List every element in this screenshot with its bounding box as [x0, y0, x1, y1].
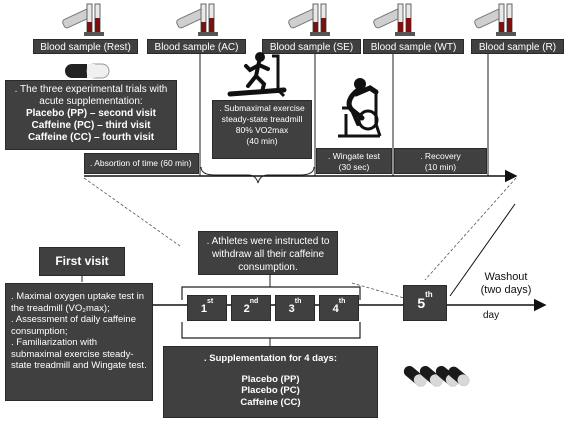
first-visit-item-caffeine: . Assessment of daily caffeine consumpti…	[11, 314, 136, 337]
day-2-suffix: nd	[249, 298, 259, 305]
treadmill-runner-icon	[227, 52, 287, 98]
trials-box: . The three experimental trials with acu…	[5, 80, 177, 150]
day-4-number: 4	[332, 303, 339, 315]
day-1-number: 1	[200, 303, 207, 315]
absorption-box: . Absortion of time (60 min)	[84, 153, 199, 174]
test-tube-rack-icons	[62, 3, 516, 36]
day-3-number: 3	[288, 303, 295, 315]
day-2-box: 2nd	[231, 295, 271, 321]
submaximal-title: . Submaximal exercise steady-state tread…	[219, 103, 305, 124]
trials-intro: . The three experimental trials with acu…	[14, 84, 168, 107]
first-visit-item-familiarization: . Familiarization with submaximal exerci…	[11, 337, 147, 371]
supplement-placebo-pc: Placebo (PC)	[241, 385, 300, 396]
first-visit-item-vo2max: . Maximal oxygen uptake test in the trea…	[11, 291, 145, 314]
header-blood-r: Blood sample (R)	[471, 39, 564, 54]
header-blood-wt: Blood sample (WT)	[363, 39, 464, 54]
submaximal-box: . Submaximal exercise steady-state tread…	[212, 100, 312, 159]
day-5-suffix: th	[425, 290, 433, 299]
submaximal-intensity: 80% VO2max	[235, 125, 289, 135]
capsules-icon	[403, 365, 470, 387]
supplement-placebo-pp: Placebo (PP)	[241, 373, 300, 385]
cycle-ergometer-icon	[338, 78, 382, 138]
first-visit-title: First visit	[39, 247, 125, 276]
instruction-box: . Athletes were instructed to withdraw a…	[198, 231, 338, 275]
supplement-caffeine-cc: Caffeine (CC)	[240, 396, 301, 408]
submaximal-duration: (40 min)	[246, 136, 278, 146]
wingate-duration: (30 sec)	[338, 162, 370, 172]
recovery-box: . Recovery (10 min)	[394, 148, 487, 174]
day-axis-label: day	[483, 310, 500, 321]
header-blood-se: Blood sample (SE)	[262, 39, 361, 54]
supplementation-title: . Supplementation for 4 days:	[203, 353, 338, 364]
wingate-box: . Wingate test (30 sec)	[316, 148, 392, 174]
day-1-suffix: st	[206, 298, 214, 305]
washout-detail: (two days)	[480, 284, 532, 296]
day-3-suffix: th	[294, 298, 302, 305]
day-5-box: 5th	[403, 285, 447, 321]
trial-caffeine-cc: Caffeine (CC) – fourth visit	[27, 132, 155, 143]
recovery-duration: (10 min)	[424, 162, 457, 172]
washout-title: Washout	[484, 271, 528, 283]
trial-placebo: Placebo (PP) – second visit	[25, 108, 157, 119]
header-blood-ac: Blood sample (AC)	[147, 39, 246, 54]
washout-label: Washout (two days)	[466, 271, 546, 297]
recovery-title: . Recovery	[420, 151, 461, 161]
day-1-box: 1st	[187, 295, 227, 321]
day-2-number: 2	[243, 303, 250, 315]
first-visit-details: . Maximal oxygen uptake test in the trea…	[5, 283, 153, 401]
day-5-number: 5	[417, 295, 426, 311]
day-4-box: 4th	[319, 295, 359, 321]
header-blood-rest: Blood sample (Rest)	[33, 39, 138, 54]
trial-caffeine-pc: Caffeine (PC) – third visit	[31, 120, 151, 131]
day-3-box: 3th	[275, 295, 315, 321]
wingate-title: . Wingate test	[328, 151, 380, 161]
day-4-suffix: th	[338, 298, 346, 305]
capsule-icon	[65, 63, 110, 79]
supplementation-box: . Supplementation for 4 days: Placebo (P…	[163, 346, 378, 418]
